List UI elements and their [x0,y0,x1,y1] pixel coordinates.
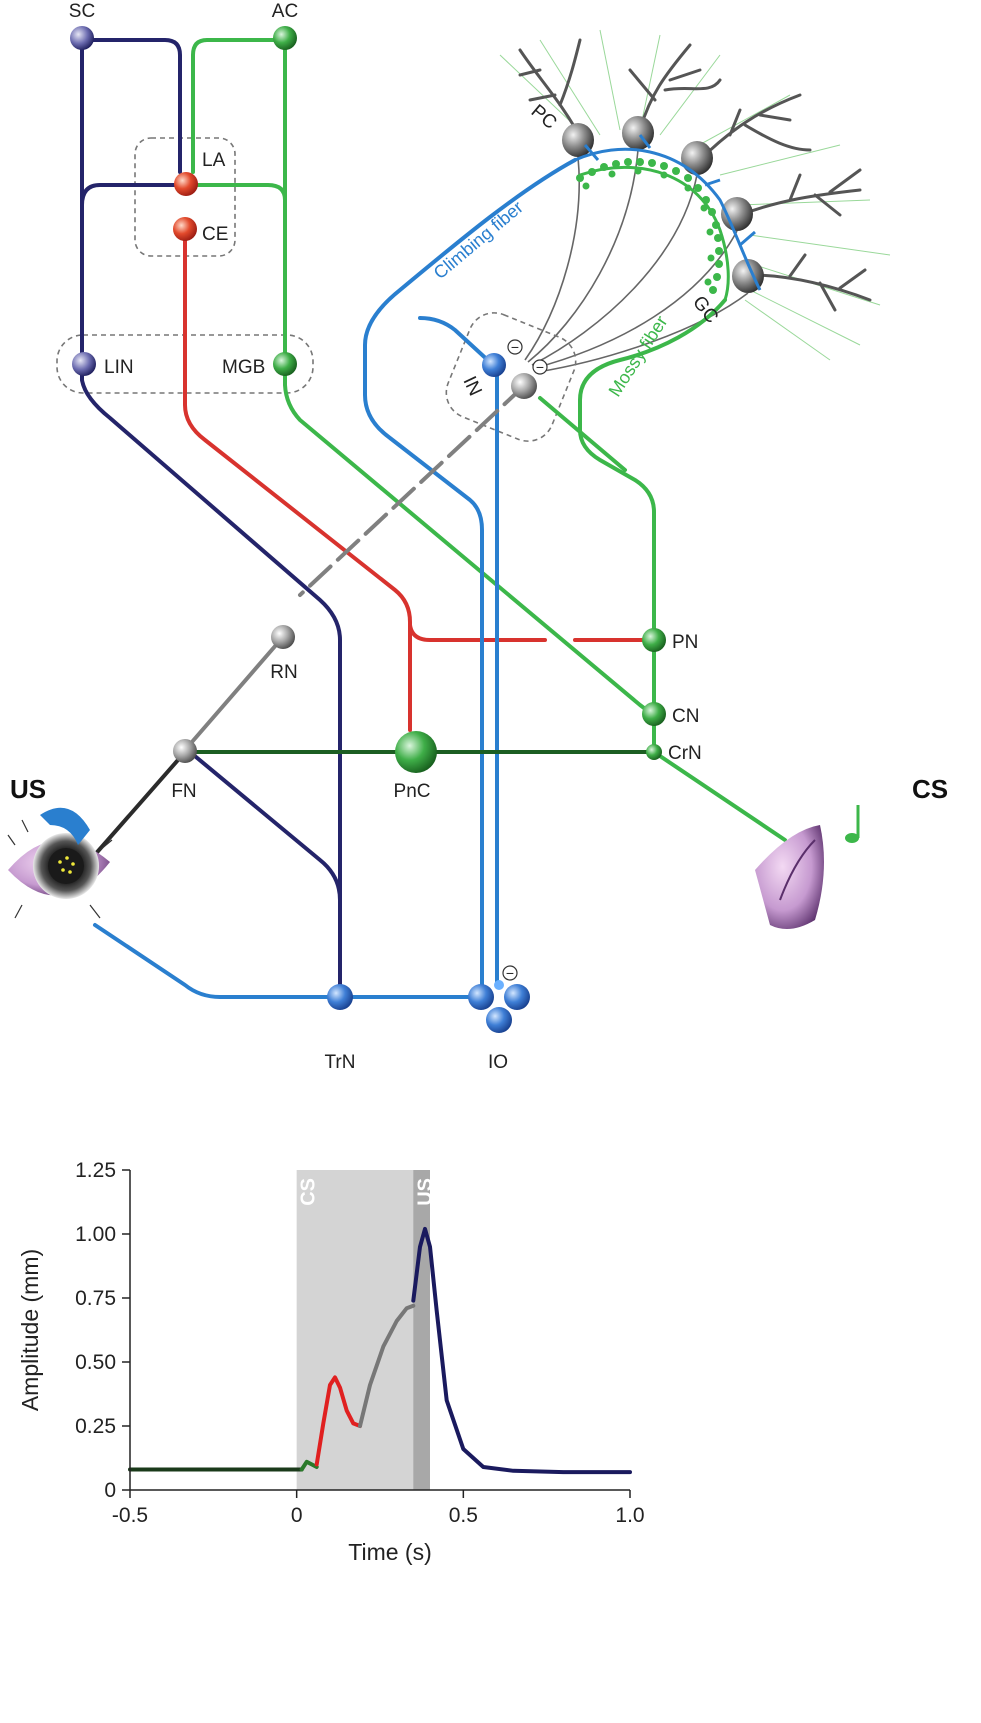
purkinje-dendrite-fan [499,29,891,361]
label-pn: PN [672,632,698,653]
x-axis-label: Time (s) [348,1539,431,1565]
curve-segment-4 [411,1226,632,1475]
shade-cs [296,1170,430,1490]
node-trn [327,984,353,1010]
eye-icon [7,807,113,919]
green-path-ac-la [191,38,287,174]
blue-path-eye-trn-io [93,923,477,999]
music-note-icon [845,805,860,843]
y-tick-label: 1.00 [75,1223,116,1246]
node-in-gray [511,373,537,399]
curve-segment-1 [299,1459,319,1472]
node-fn [173,739,197,763]
granule-cell-dots [576,158,723,294]
y-tick-label: 0.25 [75,1415,116,1438]
node-lin [72,352,96,376]
node-la [174,172,198,196]
shade-label-cs: CS [298,1178,320,1206]
y-tick-label: 0 [104,1479,116,1502]
inhibitory-symbol-3: − [506,965,514,981]
inhibitory-markers [502,339,548,981]
label-crn: CrN [668,743,702,764]
interpositus-box [445,312,577,442]
green-path-mossy [578,298,727,752]
node-pnc [395,731,437,773]
label-io: IO [488,1052,508,1073]
stimulus-shading: CS US [296,1170,436,1490]
label-sc: SC [69,1,95,22]
label-pc: PC [527,101,561,134]
y-tick-label: 0.75 [75,1287,116,1310]
purkinje-dendrites [518,38,872,312]
purkinje-cell-bodies [562,116,764,293]
y-tick-label: 1.25 [75,1159,116,1182]
x-tick-label: -0.5 [112,1504,148,1527]
inhibitory-symbol-1: − [511,339,519,355]
gray-path-in-rn [298,383,527,597]
label-climbing-fiber: Climbing fiber [430,197,527,283]
label-gc: GC [688,292,722,327]
node-rn [271,625,295,649]
node-pn [642,628,666,652]
blue-path-in-io [418,316,494,366]
green-path-pn-in [538,396,627,472]
ear-icon [755,825,824,929]
label-lin: LIN [104,357,134,378]
navy-path-sc-la [80,38,182,174]
label-mgb: MGB [222,357,265,378]
node-crn [646,744,662,760]
label-pnc: PnC [394,781,431,802]
purkinje-axons [524,149,749,373]
node-io [468,980,530,1033]
label-cn: CN [672,706,699,727]
x-tick-label: 1.0 [615,1504,644,1527]
shade-us [413,1170,430,1490]
node-mgb [273,352,297,376]
label-trn: TrN [325,1052,356,1073]
y-axis-label: Amplitude (mm) [17,1249,43,1411]
response-curve [128,1226,632,1475]
label-rn: RN [270,662,297,683]
node-in-blue [482,353,506,377]
node-ac [273,26,297,50]
climbing-fiber-path [363,158,577,997]
curve-segment-2 [314,1375,362,1467]
node-cn [642,702,666,726]
x-tick-label: 0 [291,1504,303,1527]
label-in: IN [458,373,485,399]
label-fn: FN [171,781,196,802]
inhibitory-symbol-2: − [536,359,544,375]
shade-label-us: US [414,1178,436,1206]
red-path-pn [408,623,547,642]
red-path-ce-pnc [183,228,412,732]
y-tick-label: 0.50 [75,1351,116,1374]
navy-path-lin-trn [80,363,342,997]
node-sc [70,26,94,50]
label-ac: AC [272,1,298,22]
label-ce: CE [202,224,228,245]
green-path-branch-la [193,183,287,202]
green-path-crn-cs [652,750,787,842]
curve-segment-3 [358,1303,416,1428]
climbing-fiber-tree [574,134,762,291]
label-us: US [10,774,46,804]
navy-path-branch-la [80,183,180,207]
navy-path-fn-branch [188,750,342,902]
x-tick-label: 0.5 [449,1504,478,1527]
node-ce [173,217,197,241]
black-path-fn-eye [90,750,187,860]
gray-path-rn-fn [183,635,285,752]
label-la: LA [202,150,226,171]
label-cs: CS [912,774,948,804]
label-mossy-fiber: Mossy fiber [605,312,672,400]
